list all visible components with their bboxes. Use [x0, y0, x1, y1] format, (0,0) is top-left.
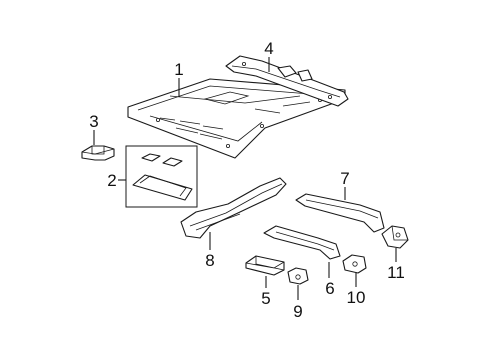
callout-2: 2 — [107, 171, 116, 190]
support-rail-part — [245, 255, 285, 276]
callout-9: 9 — [293, 302, 302, 321]
bracket-part — [81, 145, 115, 161]
callout-8: 8 — [205, 251, 214, 270]
callout-3: 3 — [89, 112, 98, 131]
inset-box — [125, 145, 198, 208]
callout-5: 5 — [261, 289, 270, 308]
callout-11: 11 — [387, 263, 405, 282]
leader-lines — [93, 57, 397, 300]
mount-bracket-part — [342, 254, 367, 274]
callout-6: 6 — [325, 279, 334, 298]
callout-10: 10 — [347, 288, 366, 307]
side-rail-upper-part — [295, 193, 385, 233]
callout-labels: 1 2 3 4 5 6 7 8 9 10 11 — [89, 39, 405, 321]
rear-crossmember-part — [225, 55, 349, 107]
callout-4: 4 — [264, 39, 273, 58]
end-bracket-part — [381, 225, 409, 249]
mount-bracket-small-part — [287, 267, 309, 285]
callout-1: 1 — [174, 60, 183, 79]
front-side-rail-part — [180, 177, 287, 239]
side-rail-lower-part — [263, 225, 341, 260]
callout-7: 7 — [340, 169, 349, 188]
